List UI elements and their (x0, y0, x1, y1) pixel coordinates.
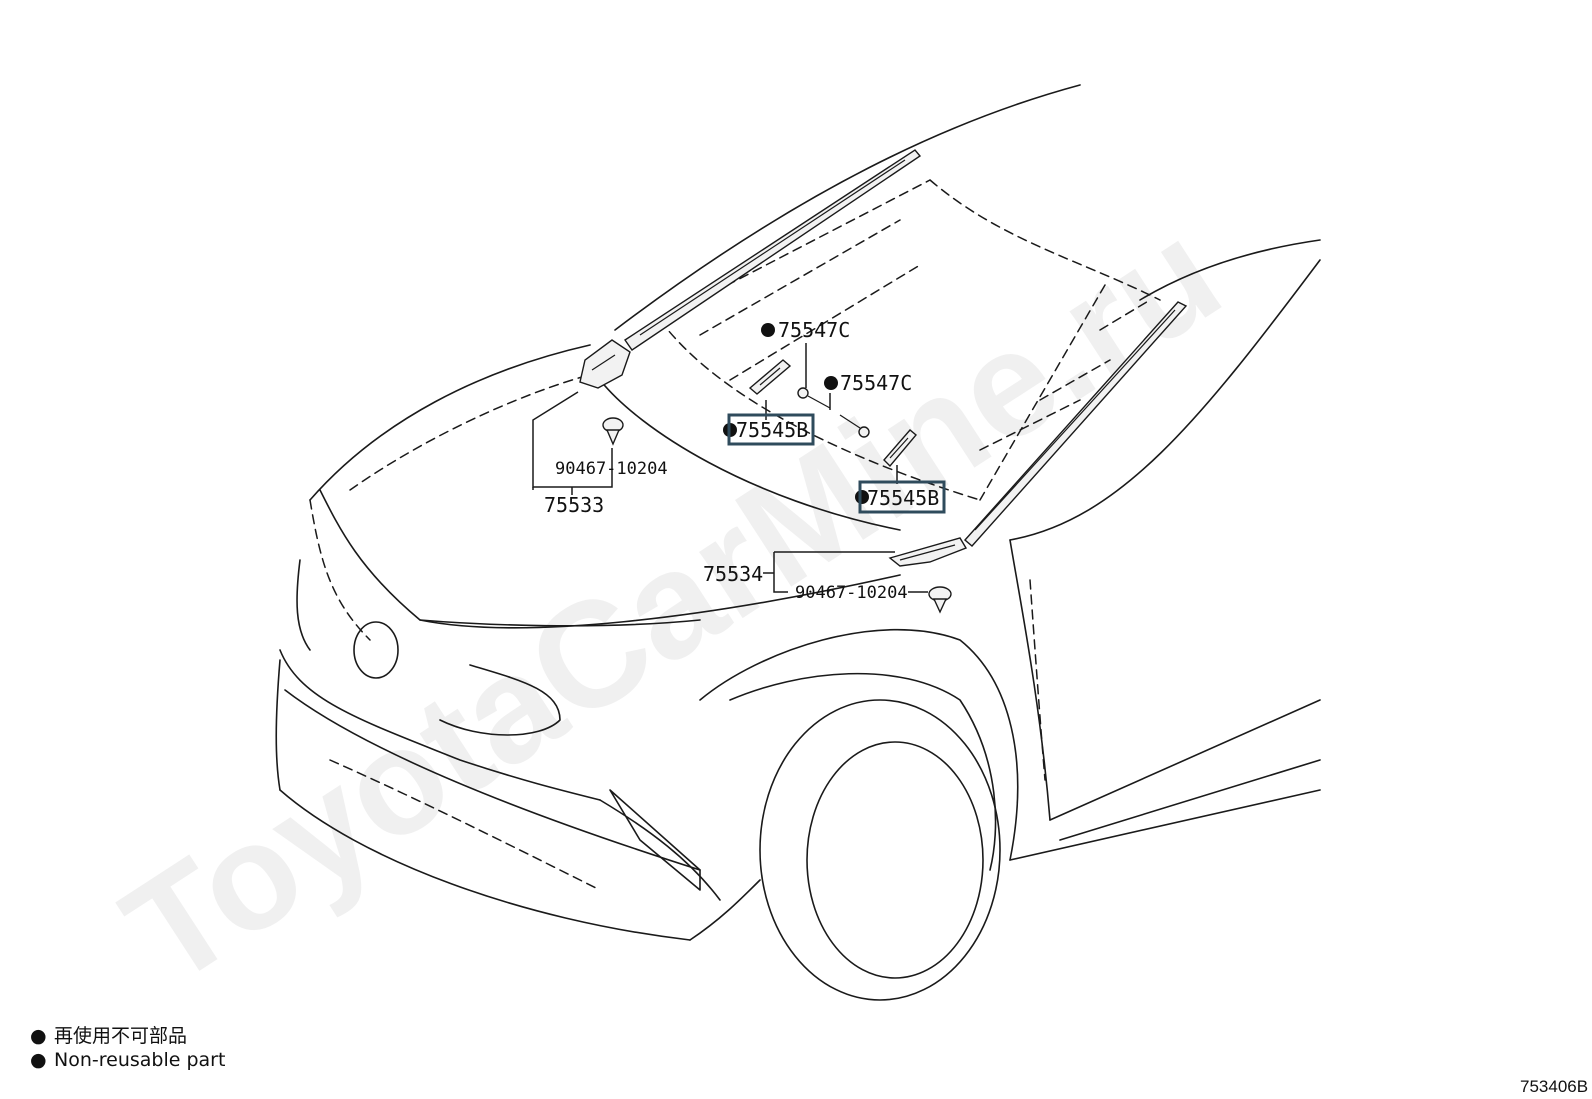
highlight-box-upper (727, 413, 815, 446)
clip-right (928, 586, 952, 614)
label-clip-upper-left: 90467-10204 (555, 459, 668, 479)
non-reusable-dot-1 (761, 323, 775, 337)
label-clip-upper-right: 75547C (778, 318, 850, 342)
legend-marker-1: ● (30, 1025, 47, 1047)
figure-code: 753406B (1520, 1077, 1588, 1096)
stud-upper-part (748, 359, 792, 395)
clip-left (602, 417, 624, 446)
pillar-garnish-right (888, 301, 1188, 567)
label-cowl-left: 75533 (544, 493, 604, 517)
stud-lower-part (883, 429, 917, 468)
label-clip-lower-right: 75547C (840, 371, 912, 395)
legend: ● 再使用不可部品 ● Non-reusable part (30, 1025, 225, 1071)
part-labels: 90467-10204 75533 75547C 75547C 75545B 7… (544, 318, 946, 603)
label-stud-lower: 75545B (867, 486, 939, 510)
label-stud-upper: 75545B (736, 418, 808, 442)
legend-marker-2: ● (30, 1049, 47, 1071)
legend-text-jp: 再使用不可部品 (54, 1025, 187, 1047)
leader-lines (532, 343, 928, 593)
label-cowl-right: 75534 (703, 562, 763, 586)
label-clip-right: 90467-10204 (795, 583, 908, 603)
car-body-outline (275, 84, 1321, 1001)
pillar-garnish-left (579, 149, 922, 389)
highlight-box-lower (858, 480, 946, 514)
legend-text-en: Non-reusable part (54, 1049, 225, 1071)
non-reusable-dot-2 (824, 376, 838, 390)
clip-upper-part (797, 387, 831, 409)
clip-lower-part (839, 414, 870, 438)
